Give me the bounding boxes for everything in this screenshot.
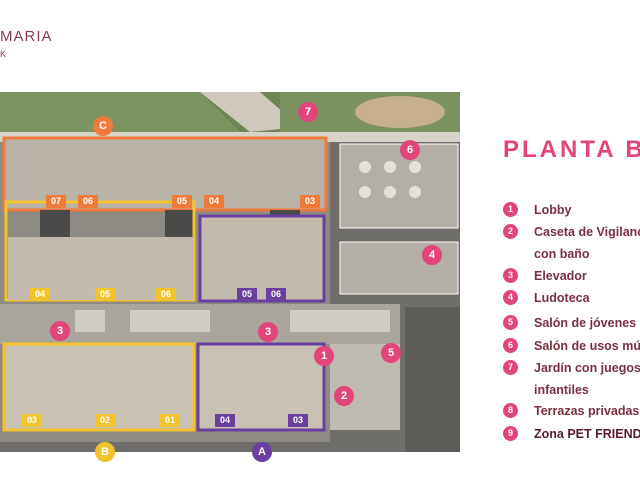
- legend-title: PLANTA B: [503, 136, 640, 163]
- legend-number: 7: [503, 360, 518, 375]
- table-icon: [359, 186, 371, 198]
- garden-path: [200, 92, 300, 132]
- legend-label: Salón de jóvenes: [534, 316, 637, 330]
- legend-number: 8: [503, 403, 518, 418]
- legend-item-ludoteca: 4 Ludoteca: [503, 290, 640, 308]
- skylight: [290, 310, 390, 332]
- table-icon: [409, 186, 421, 198]
- legend-number: 6: [503, 338, 518, 353]
- brand-logo: MARIA: [0, 28, 53, 45]
- legend-label: Ludoteca: [534, 291, 590, 305]
- unit-label: 07: [46, 195, 66, 208]
- unit-label: 06: [266, 288, 286, 301]
- tower-b-marker: B: [95, 442, 115, 462]
- legend-label: Terrazas privadas: [534, 404, 640, 418]
- legend-item-lobby: 1 Lobby: [503, 202, 640, 220]
- legend-label: Salón de usos múltiples: [534, 339, 640, 353]
- table-icon: [384, 186, 396, 198]
- amenity-marker-7: 7: [298, 102, 318, 122]
- legend-label: Lobby: [534, 203, 572, 217]
- legend-label: Caseta de Vigilancia: [534, 225, 640, 239]
- skylight: [130, 310, 210, 332]
- legend-number: 2: [503, 224, 518, 239]
- amenity-salon-block: [339, 143, 459, 229]
- legend-label: Elevador: [534, 269, 587, 283]
- brand-sub: K: [0, 49, 7, 59]
- unit-label: 01: [160, 414, 180, 427]
- legend-label: Zona PET FRIENDLY: [534, 427, 640, 441]
- legend-label-cont: infantiles: [534, 383, 589, 397]
- legend-item-pet: 9 Zona PET FRIENDLY: [503, 426, 640, 444]
- unit-label: 04: [30, 288, 50, 301]
- legend-number: 9: [503, 426, 518, 441]
- amenity-marker-3b: 3: [258, 322, 278, 342]
- table-icon: [409, 161, 421, 173]
- unit-label: 03: [288, 414, 308, 427]
- floor-plan: C B A 7 6 4 3 3 1 2 5 07 06 05 04 03 04 …: [0, 92, 460, 452]
- legend-label: Jardín con juegos: [534, 361, 640, 375]
- amenity-marker-3a: 3: [50, 321, 70, 341]
- unit-label: 03: [300, 195, 320, 208]
- lawn: [0, 92, 240, 132]
- legend-item-elevador: 3 Elevador: [503, 268, 640, 286]
- legend-number: 4: [503, 290, 518, 305]
- courtyard-void: [165, 210, 195, 238]
- amenity-marker-2: 2: [334, 386, 354, 406]
- legend-item-salon-usos: 6 Salón de usos múltiples: [503, 338, 640, 356]
- unit-label: 04: [204, 195, 224, 208]
- floor-plan-drawing: [0, 92, 460, 452]
- skylight: [75, 310, 105, 332]
- unit-label: 05: [172, 195, 192, 208]
- legend-label-cont: con baño: [534, 247, 590, 261]
- amenity-marker-4: 4: [422, 245, 442, 265]
- courtyard-void: [40, 210, 70, 238]
- unit-label: 05: [95, 288, 115, 301]
- legend-item-salon-jovenes: 5 Salón de jóvenes: [503, 315, 640, 333]
- tower-c-marker: C: [93, 116, 113, 136]
- amenity-marker-6: 6: [400, 140, 420, 160]
- legend-number: 5: [503, 315, 518, 330]
- amenity-marker-1: 1: [314, 346, 334, 366]
- unit-label: 05: [237, 288, 257, 301]
- legend-number: 3: [503, 268, 518, 283]
- table-icon: [384, 161, 396, 173]
- table-icon: [359, 161, 371, 173]
- tower-a-marker: A: [252, 442, 272, 462]
- tower-a-upper-outline: [198, 214, 326, 303]
- legend-item-jardin: 7 Jardín con juegos infantiles: [503, 360, 640, 400]
- parking-ramp: [405, 307, 460, 452]
- legend-item-caseta: 2 Caseta de Vigilancia con baño: [503, 224, 640, 264]
- unit-label: 06: [156, 288, 176, 301]
- playground: [355, 96, 445, 128]
- legend-number: 1: [503, 202, 518, 217]
- unit-label: 04: [215, 414, 235, 427]
- unit-label: 06: [78, 195, 98, 208]
- unit-label: 03: [22, 414, 42, 427]
- amenity-marker-5: 5: [381, 343, 401, 363]
- unit-label: 02: [95, 414, 115, 427]
- legend-item-terrazas: 8 Terrazas privadas: [503, 403, 640, 421]
